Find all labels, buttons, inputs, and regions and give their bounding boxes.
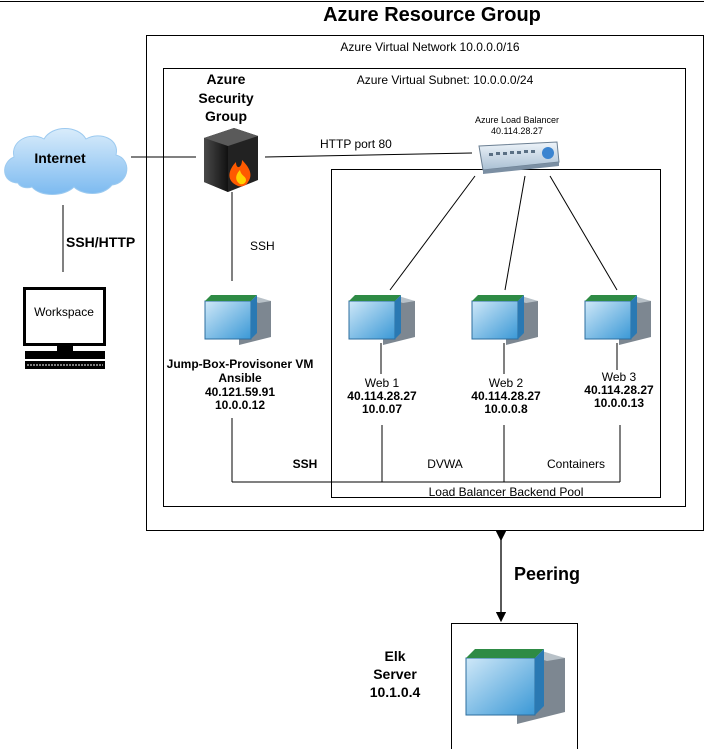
jumpbox-server-icon: [204, 295, 271, 345]
subnet-box: [163, 68, 686, 507]
vnet-label: Azure Virtual Network 10.0.0.0/16: [340, 40, 520, 54]
web1-server-icon: [348, 295, 415, 345]
ssh-label: SSH: [250, 239, 275, 253]
load-balancer-icon: [478, 141, 560, 174]
elk-server-icon: [465, 649, 565, 724]
cloud-icon: [4, 128, 128, 195]
top-border: [0, 1, 704, 2]
elk-box: [451, 623, 578, 749]
security-group-label-3: Group: [205, 108, 247, 124]
web3-private-ip: 10.0.0.13: [593, 396, 645, 410]
load-balancer-ip: 40.114.28.27: [491, 126, 543, 136]
web2-name: Web 2: [488, 376, 524, 390]
web1-name: Web 1: [364, 376, 400, 390]
web1-private-ip: 10.0.07: [361, 402, 403, 416]
web2-server-icon: [471, 295, 538, 345]
web2-private-ip: 10.0.0.8: [484, 402, 528, 416]
subnet-label: Azure Virtual Subnet: 10.0.0.0/24: [356, 73, 534, 87]
jumpbox-private-ip: 10.0.0.12: [214, 398, 266, 412]
web3-server-icon: [584, 295, 651, 345]
dvwa-label: DVWA: [427, 457, 463, 471]
internet-label: Internet: [34, 150, 86, 166]
web2-public-ip: 40.114.28.27: [471, 389, 541, 403]
elk-label-2: Server: [373, 666, 417, 682]
workstation-icon: [23, 287, 106, 369]
elk-label-1: Elk: [384, 648, 406, 664]
web3-name: Web 3: [601, 370, 637, 384]
containers-label: Containers: [546, 457, 606, 471]
jumpbox-name: Jump-Box-Provisoner VM: [166, 357, 314, 371]
jumpbox-role: Ansible: [218, 371, 262, 385]
resource-group-title: Azure Resource Group: [323, 4, 541, 26]
web3-public-ip: 40.114.28.27: [584, 383, 654, 397]
load-balancer-name: Azure Load Balancer: [474, 115, 560, 125]
jumpbox-public-ip: 40.121.59.91: [204, 385, 276, 399]
peering-label: Peering: [514, 564, 581, 584]
workspace-label: Workspace: [34, 305, 94, 319]
web1-public-ip: 40.114.28.27: [347, 389, 417, 403]
bottom-ssh-label: SSH: [292, 457, 318, 471]
security-group-label-2: Security: [198, 90, 254, 106]
http-port-label: HTTP port 80: [320, 137, 392, 151]
elk-ip: 10.1.0.4: [369, 684, 421, 700]
backend-pool-label: Load Balancer Backend Pool: [428, 485, 584, 499]
ssh-http-label: SSH/HTTP: [66, 234, 136, 250]
firewall-icon: [204, 128, 258, 192]
security-group-label-1: Azure: [206, 71, 246, 87]
